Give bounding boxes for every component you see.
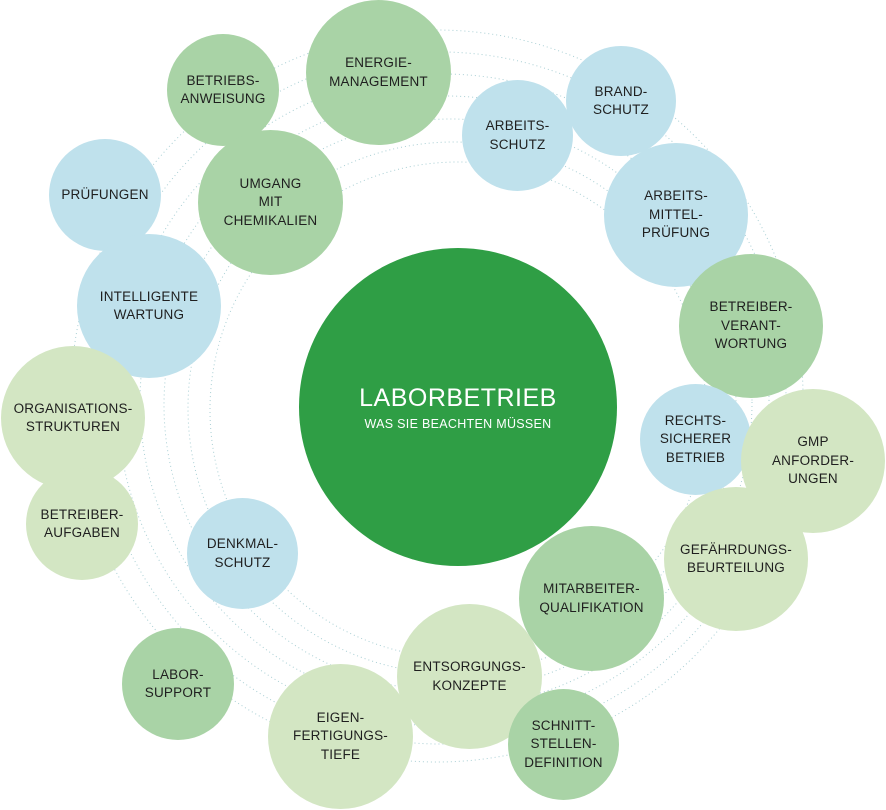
bubble-label: RECHTS- SICHERER BETRIEB: [659, 412, 732, 465]
bubble-organisationsstrukturen: ORGANISATIONS- STRUKTUREN: [1, 346, 145, 490]
bubble-pruefungen: PRÜFUNGEN: [49, 139, 161, 251]
center-subtitle: WAS SIE BEACHTEN MÜSSEN: [364, 416, 552, 431]
bubble-label: BETRIEBS- ANWEISUNG: [180, 72, 266, 106]
bubble-label: DENKMAL- SCHUTZ: [206, 536, 279, 570]
bubble-label: GMP ANFORDER- UNGEN: [771, 434, 855, 487]
bubble-label: GEFÄHRDUNGS- BEURTEILUNG: [680, 541, 792, 575]
bubble-brandschutz: BRAND- SCHUTZ: [566, 46, 676, 156]
bubble-label: INTELLIGENTE WARTUNG: [99, 288, 199, 322]
bubble-mitarbeiterqualifikation: MITARBEITER- QUALIFIKATION: [519, 526, 664, 671]
bubble-label: BETREIBER- VERANT- WORTUNG: [709, 299, 793, 352]
bubble-label: ARBEITS- SCHUTZ: [485, 118, 550, 152]
bubble-umgang-chemikalien: UMGANG MIT CHEMIKALIEN: [198, 130, 343, 275]
bubble-betreiberverantwortung: BETREIBER- VERANT- WORTUNG: [679, 254, 823, 398]
bubble-label: LABOR- SUPPORT: [144, 666, 212, 700]
bubble-label: PRÜFUNGEN: [61, 186, 149, 202]
bubble-label: EIGEN- FERTIGUNGS- TIEFE: [293, 709, 388, 762]
bubble-betriebsanweisung: BETRIEBS- ANWEISUNG: [167, 34, 279, 146]
center-circle: LABORBETRIEB WAS SIE BEACHTEN MÜSSEN: [299, 248, 617, 566]
bubble-label: SCHNITT- STELLEN- DEFINITION: [524, 717, 603, 770]
bubble-label: ENTSORGUNGS- KONZEPTE: [413, 659, 526, 693]
bubble-schnittstellendefinition: SCHNITT- STELLEN- DEFINITION: [508, 689, 619, 800]
center-title: LABORBETRIEB: [359, 383, 557, 412]
bubble-eigenfertigungstiefe: EIGEN- FERTIGUNGS- TIEFE: [268, 664, 413, 809]
bubble-label: ARBEITS- MITTEL- PRÜFUNG: [641, 188, 711, 241]
bubble-arbeitsschutz: ARBEITS- SCHUTZ: [462, 80, 573, 191]
bubble-laborsupport: LABOR- SUPPORT: [122, 628, 234, 740]
orbit-ring: [116, 73, 770, 727]
bubble-betreiberaufgaben: BETREIBER- AUFGABEN: [26, 468, 138, 580]
bubble-rechtssicherer-betrieb: RECHTS- SICHERER BETRIEB: [640, 384, 751, 495]
bubble-label: UMGANG MIT CHEMIKALIEN: [223, 175, 318, 228]
bubble-label: ORGANISATIONS- STRUKTUREN: [13, 400, 133, 434]
bubble-label: BETREIBER- AUFGABEN: [40, 506, 124, 540]
bubble-label: MITARBEITER- QUALIFIKATION: [539, 581, 644, 615]
bubble-denkmalschutz: DENKMAL- SCHUTZ: [187, 498, 298, 609]
bubble-energiemanagement: ENERGIE- MANAGEMENT: [306, 0, 451, 145]
bubble-label: ENERGIE- MANAGEMENT: [329, 55, 428, 89]
bubble-label: BRAND- SCHUTZ: [593, 83, 649, 117]
bubble-gefaehrdungsbeurteilung: GEFÄHRDUNGS- BEURTEILUNG: [664, 487, 808, 631]
